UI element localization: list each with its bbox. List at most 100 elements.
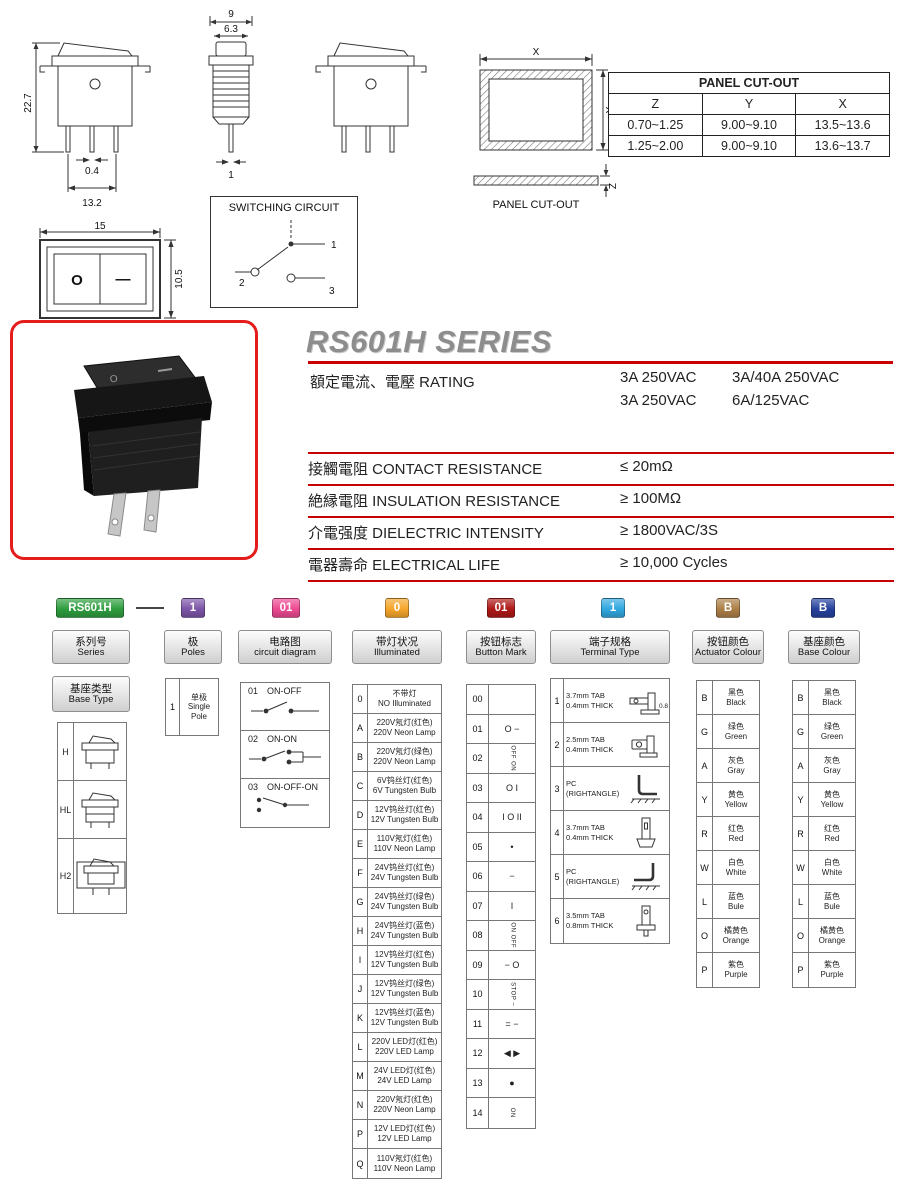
label: 基座类型: [70, 682, 112, 695]
label: 端子规格: [589, 635, 631, 648]
base-type-code: H2: [58, 839, 74, 913]
illuminated-code: B: [353, 743, 368, 771]
col-header-actuator-colour: 按钮颜色 Actuator Colour: [692, 630, 764, 664]
label: 按钮标志: [480, 635, 522, 648]
circuit-code: 02: [247, 734, 258, 744]
label: 蓝色: [824, 891, 840, 901]
actuator-colour-row: L 蓝色 Bule: [697, 885, 759, 919]
label: 橘黄色: [724, 925, 748, 935]
rating-values: 3A 250VAC 3A/40A 250VAC 3A 250VAC 6A/125…: [620, 366, 839, 412]
label: Series: [77, 646, 105, 658]
base-colour-table: B 黑色 Black G 绿色 Green A 灰色 Gray Y 黄色 Yel…: [792, 680, 856, 988]
label: 0.8mm THICK: [566, 921, 614, 930]
terminal-text: PC (RIGHTANGLE): [564, 855, 622, 898]
button-mark-row: 00: [467, 685, 535, 715]
label: 12V Tungsten Bulb: [370, 815, 439, 824]
label: 12V LED灯(红色): [373, 1124, 436, 1134]
cell: 13.5~13.6: [795, 114, 890, 136]
label: circuit diagram: [254, 646, 316, 658]
product-photo-frame: O: [10, 320, 258, 560]
button-mark-row: 04 I O II: [467, 803, 535, 833]
front-view-drawing: 9 6.3 1: [208, 9, 254, 181]
side-view-drawing-right: [315, 42, 427, 153]
colour-code: R: [697, 817, 713, 850]
label: Actuator Colour: [694, 646, 761, 658]
label: 3.5mm TAB: [566, 911, 605, 921]
spec-row: 電器壽命 ELECTRICAL LIFE ≥ 10,000 Cycles: [308, 550, 894, 582]
terminal-text: 3.5mm TAB 0.8mm THICK: [564, 899, 622, 943]
picto-cell: [74, 781, 126, 838]
label: 3.7mm TAB: [566, 690, 605, 700]
button-mark-symbol: −: [509, 871, 515, 882]
label: Poles: [181, 646, 205, 658]
button-mark-code: 09: [467, 950, 489, 979]
button-mark-code: 00: [467, 685, 489, 714]
colour-cell: 绿色 Green: [809, 715, 855, 748]
dim-x-label: X: [533, 47, 540, 58]
label: 灰色: [824, 755, 840, 765]
button-mark-symbol: STOP −: [509, 982, 515, 1007]
terminal-icon-cell: [622, 723, 669, 766]
label: Black: [726, 697, 746, 707]
illuminated-code: I: [353, 946, 368, 974]
label: Base Type: [68, 693, 114, 705]
terminal-icon-cell: [622, 855, 669, 898]
label: Button Mark: [475, 646, 527, 658]
colour-cell: 黑色 Black: [809, 681, 855, 714]
colour-cell: 灰色 Gray: [713, 749, 759, 782]
spec-value: ≥ 10,000 Cycles: [620, 554, 728, 571]
button-mark-symbol: ●: [509, 1077, 515, 1088]
label: Gray: [727, 765, 745, 775]
button-mark-row: 08 ON OFF: [467, 921, 535, 951]
cell: 9.00~9.10: [701, 114, 797, 136]
label: 0.4mm THICK: [566, 832, 614, 842]
colour-code: A: [793, 749, 809, 782]
illuminated-row: A 220V氖灯(红色) 220V Neon Lamp: [353, 714, 441, 743]
colour-code: P: [793, 953, 809, 987]
illuminated-cell: 220V氖灯(红色) 220V Neon Lamp: [368, 1091, 441, 1119]
label: Orange: [818, 935, 846, 945]
colour-code: W: [793, 851, 809, 884]
terminal-row: 2 2.5mm TAB 0.4mm THICK: [551, 723, 669, 767]
label: 带灯状况: [376, 635, 418, 648]
button-mark-symbol: ON: [509, 1107, 515, 1118]
circuit-pin1-label: 1: [331, 240, 337, 251]
terminal-text: 3.7mm TAB 0.4mm THICK: [564, 811, 622, 854]
button-mark-symbol: O −: [504, 723, 520, 734]
actuator-colour-row: P 紫色 Purple: [697, 953, 759, 987]
tab-terminal-icon: [629, 692, 659, 714]
label: 橘黄色: [820, 925, 844, 935]
button-mark-code: 13: [467, 1068, 489, 1097]
colour-code: P: [697, 953, 713, 987]
dim-inner-width-label: 6.3: [224, 24, 238, 35]
code-separator: [136, 607, 164, 609]
cell: 1.25~2.00: [608, 135, 703, 157]
illuminated-row: K 12V钨丝灯(蓝色) 12V Tungsten Bulb: [353, 1004, 441, 1033]
illuminated-row: M 24V LED灯(红色) 24V LED Lamp: [353, 1062, 441, 1091]
button-mark-row: 13 ●: [467, 1068, 535, 1098]
base-type-code: H: [58, 723, 74, 780]
label: 12V Tungsten Bulb: [370, 1018, 439, 1027]
button-mark-code: 01: [467, 714, 489, 743]
label: 6V钨丝灯(红色): [376, 776, 433, 786]
col-header-button-mark: 按钮标志 Button Mark: [466, 630, 536, 664]
circuit-row: 02 ON-ON: [241, 731, 329, 779]
illuminated-cell: 12V钨丝灯(绿色) 12V Tungsten Bulb: [368, 975, 441, 1003]
base-colour-row: O 橘黄色 Orange: [793, 919, 855, 953]
circuit-glyph-on-off-on: [256, 797, 309, 813]
colour-code: G: [793, 715, 809, 748]
illuminated-cell: 12V钨丝灯(红色) 12V Tungsten Bulb: [368, 946, 441, 974]
actuator-colour-row: G 绿色 Green: [697, 715, 759, 749]
dim-pin-width-label: 1: [228, 170, 234, 181]
circuit-row-head: 03 ON-OFF-ON: [241, 782, 329, 792]
label: 绿色: [824, 721, 840, 731]
illuminated-code: P: [353, 1120, 368, 1148]
label: 24V钨丝灯(蓝色): [374, 921, 435, 931]
illuminated-row: N 220V氖灯(红色) 220V Neon Lamp: [353, 1091, 441, 1120]
terminal-note: 0.8: [658, 703, 668, 711]
panel-cutout-table: PANEL CUT-OUT Z Y X 0.70~1.25 9.00~9.10 …: [608, 72, 890, 157]
illuminated-row: E 110V氖灯(红色) 110V Neon Lamp: [353, 830, 441, 859]
code-tag-illuminated: 0: [385, 598, 409, 618]
circuit-pin2-label: 2: [239, 278, 245, 289]
terminal-icon-cell: [622, 811, 669, 854]
